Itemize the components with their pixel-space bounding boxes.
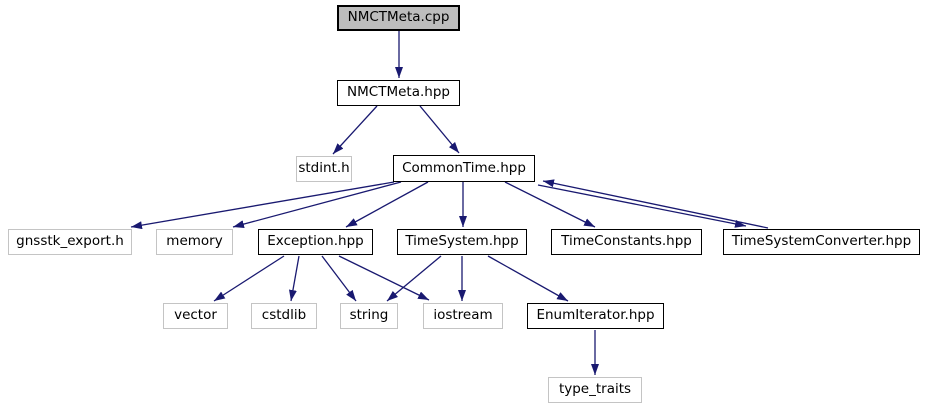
node-vector: vector	[163, 303, 228, 329]
node-string: string	[340, 303, 398, 329]
node-enumiterator-hpp[interactable]: EnumIterator.hpp	[527, 303, 664, 329]
edge-nmctmeta-hpp-to-commontime	[419, 105, 460, 154]
edge-timesystem-to-string	[386, 255, 442, 302]
node-stdint-h: stdint.h	[296, 156, 352, 182]
edge-timesystem-to-enumiterator	[487, 255, 569, 302]
node-timeconstants-hpp[interactable]: TimeConstants.hpp	[551, 229, 702, 255]
edge-commontime-to-gnsstk-export	[130, 181, 395, 230]
node-cstdlib: cstdlib	[251, 303, 317, 329]
node-iostream: iostream	[423, 303, 503, 329]
edge-exception-to-string	[321, 255, 357, 302]
edge-exception-to-cstdlib	[288, 255, 300, 302]
node-nmctmeta-cpp: NMCTMeta.cpp	[337, 5, 460, 31]
node-timesystemconverter-hpp[interactable]: TimeSystemConverter.hpp	[723, 229, 920, 255]
node-commontime-hpp[interactable]: CommonTime.hpp	[393, 155, 535, 182]
edge-commontime-to-memory	[232, 181, 402, 229]
node-memory: memory	[156, 229, 233, 255]
edge-commontime-to-timeconstants	[504, 181, 596, 228]
node-gnsstk-export-h: gnsstk_export.h	[8, 229, 132, 255]
edge-nmctmeta-hpp-to-stdint-h	[332, 105, 378, 155]
node-timesystem-hpp[interactable]: TimeSystem.hpp	[397, 229, 527, 255]
edge-exception-to-iostream	[338, 255, 430, 301]
edge-commontime-to-exception	[345, 181, 429, 228]
edge-commontime-to-timesystemconverter	[537, 184, 747, 228]
node-exception-hpp[interactable]: Exception.hpp	[258, 229, 373, 255]
node-type-traits: type_traits	[548, 377, 642, 403]
edge-exception-to-vector	[213, 255, 285, 302]
edge-timesystemconverter-to-commontime	[542, 179, 769, 229]
node-nmctmeta-hpp[interactable]: NMCTMeta.hpp	[337, 80, 460, 106]
